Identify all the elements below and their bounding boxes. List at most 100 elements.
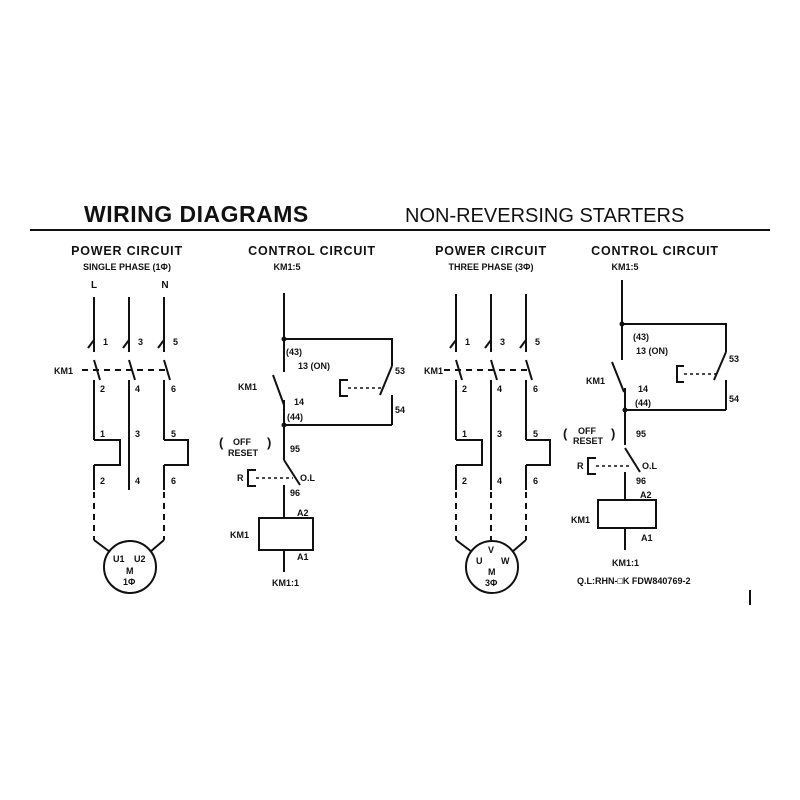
c2-coil-label: KM1 bbox=[571, 515, 590, 525]
ol-terminal-3-3ph: 3 bbox=[497, 429, 502, 439]
ol-terminal-5-3ph: 5 bbox=[533, 429, 538, 439]
c2-paren-close: ) bbox=[611, 426, 615, 441]
c1-terminal-95: 95 bbox=[290, 444, 300, 454]
c2-terminal-14: 14 bbox=[638, 384, 648, 394]
subheading-control-2: KM1:5 bbox=[611, 262, 638, 272]
terminal-1-3ph: 1 bbox=[465, 337, 470, 347]
motor-terminal-u: U bbox=[476, 556, 483, 566]
c2-off-label: OFF bbox=[578, 426, 596, 436]
contactor-label-3ph: KM1 bbox=[424, 366, 443, 376]
contactor-km1-contacts bbox=[82, 339, 171, 430]
c2-terminal-43: (43) bbox=[633, 332, 649, 342]
terminal-3-3ph: 3 bbox=[500, 337, 505, 347]
subheading-single-phase: SINGLE PHASE (1Φ) bbox=[83, 262, 171, 272]
terminal-6: 6 bbox=[171, 384, 176, 394]
heading-control-2: CONTROL CIRCUIT bbox=[591, 244, 719, 258]
c1-terminal-14: 14 bbox=[294, 397, 304, 407]
overload-relay bbox=[93, 420, 189, 490]
ol-terminal-6: 6 bbox=[171, 476, 176, 486]
c1-reset-r: R bbox=[237, 473, 244, 483]
c1-coil bbox=[258, 517, 314, 551]
terminal-2: 2 bbox=[100, 384, 105, 394]
terminal-6-3ph: 6 bbox=[533, 384, 538, 394]
line-label-n: N bbox=[161, 280, 168, 291]
c2-reset-label: RESET bbox=[573, 436, 604, 446]
ol-terminal-2-3ph: 2 bbox=[462, 476, 467, 486]
contactor-km1-contacts-3ph bbox=[444, 339, 533, 430]
terminal-5: 5 bbox=[173, 337, 178, 347]
c2-coil bbox=[597, 499, 657, 529]
motor-m: M bbox=[126, 566, 134, 576]
c1-terminal-53: 53 bbox=[395, 366, 405, 376]
heading-power-three: POWER CIRCUIT bbox=[435, 244, 547, 258]
line-label-l: L bbox=[91, 280, 97, 291]
subheading-three-phase: THREE PHASE (3Φ) bbox=[449, 262, 534, 272]
heading-control-1: CONTROL CIRCUIT bbox=[248, 244, 376, 258]
ol-terminal-4: 4 bbox=[135, 476, 140, 486]
power-circuit-single-phase: L N 1 3 5 KM1 2 4 6 bbox=[54, 280, 189, 594]
terminal-1: 1 bbox=[103, 337, 108, 347]
motor-terminal-u2: U2 bbox=[134, 554, 146, 564]
c2-on-label: 13 (ON) bbox=[636, 346, 668, 356]
motor-single-phase bbox=[103, 540, 157, 594]
c2-terminal-96: 96 bbox=[636, 476, 646, 486]
c1-bottom-label: KM1:1 bbox=[272, 578, 299, 588]
ol-terminal-1-3ph: 1 bbox=[462, 429, 467, 439]
terminal-3: 3 bbox=[138, 337, 143, 347]
title-main: WIRING DIAGRAMS bbox=[84, 201, 309, 227]
motor-phase-1: 1Φ bbox=[123, 577, 136, 587]
c2-terminal-95: 95 bbox=[636, 429, 646, 439]
c2-terminal-54: 54 bbox=[729, 394, 739, 404]
c2-km1-aux-label: KM1 bbox=[586, 376, 605, 386]
terminal-4: 4 bbox=[135, 384, 140, 394]
c2-terminal-53: 53 bbox=[729, 354, 739, 364]
c1-paren-close: ) bbox=[267, 435, 271, 450]
c2-reset-r: R bbox=[577, 461, 584, 471]
ol-terminal-3: 3 bbox=[135, 429, 140, 439]
motor-three-phase bbox=[465, 540, 519, 594]
subheading-control-1: KM1:5 bbox=[273, 262, 300, 272]
ol-terminal-4-3ph: 4 bbox=[497, 476, 502, 486]
terminal-4-3ph: 4 bbox=[497, 384, 502, 394]
power-circuit-three-phase: 1 3 5 KM1 2 4 6 1 3 5 2 4 6 V U bbox=[424, 294, 551, 594]
part-number-footer: Q.L:RHN-□K FDW840769-2 bbox=[577, 576, 690, 586]
heading-power-single: POWER CIRCUIT bbox=[71, 244, 183, 258]
c1-terminal-44: (44) bbox=[287, 412, 303, 422]
overload-relay-3ph bbox=[455, 420, 551, 490]
motor-phase-3: 3Φ bbox=[485, 578, 498, 588]
motor-leads bbox=[93, 492, 165, 553]
contactor-label: KM1 bbox=[54, 366, 73, 376]
terminal-2-3ph: 2 bbox=[462, 384, 467, 394]
c1-km1-aux-label: KM1 bbox=[238, 382, 257, 392]
c2-bottom-label: KM1:1 bbox=[612, 558, 639, 568]
c2-terminal-44: (44) bbox=[635, 398, 651, 408]
c2-coil-a1: A1 bbox=[641, 533, 653, 543]
c1-coil-a2: A2 bbox=[297, 508, 309, 518]
ol-terminal-2: 2 bbox=[100, 476, 105, 486]
control-circuit-2: (43) 13 (ON) 53 54 KM1 14 (44) ( OFF RES… bbox=[563, 280, 739, 568]
c1-terminal-96: 96 bbox=[290, 488, 300, 498]
c1-coil-label: KM1 bbox=[230, 530, 249, 540]
motor-terminal-w: W bbox=[501, 556, 510, 566]
c2-on-pushbutton bbox=[676, 351, 727, 410]
c1-on-pushbutton bbox=[339, 365, 393, 425]
c1-terminal-54: 54 bbox=[395, 405, 405, 415]
ol-terminal-6-3ph: 6 bbox=[533, 476, 538, 486]
control-circuit-1: (43) 13 (ON) 53 54 KM1 14 (44) ( OFF RES… bbox=[219, 293, 405, 588]
motor-terminal-u1: U1 bbox=[113, 554, 125, 564]
c1-off-label: OFF bbox=[233, 437, 251, 447]
c1-paren-open: ( bbox=[219, 435, 224, 450]
c2-coil-a2: A2 bbox=[640, 490, 652, 500]
title-sub: NON-REVERSING STARTERS bbox=[405, 205, 684, 227]
ol-terminal-1: 1 bbox=[100, 429, 105, 439]
motor-terminal-v: V bbox=[488, 545, 494, 555]
motor-leads-3ph bbox=[455, 492, 527, 553]
c1-overload-contact bbox=[247, 459, 301, 518]
c2-paren-open: ( bbox=[563, 426, 568, 441]
c1-reset-label: RESET bbox=[228, 448, 259, 458]
c1-ol-label: O.L bbox=[300, 473, 316, 483]
c2-ol-label: O.L bbox=[642, 461, 658, 471]
c2-overload-contact bbox=[587, 447, 641, 500]
motor-m-3ph: M bbox=[488, 567, 496, 577]
